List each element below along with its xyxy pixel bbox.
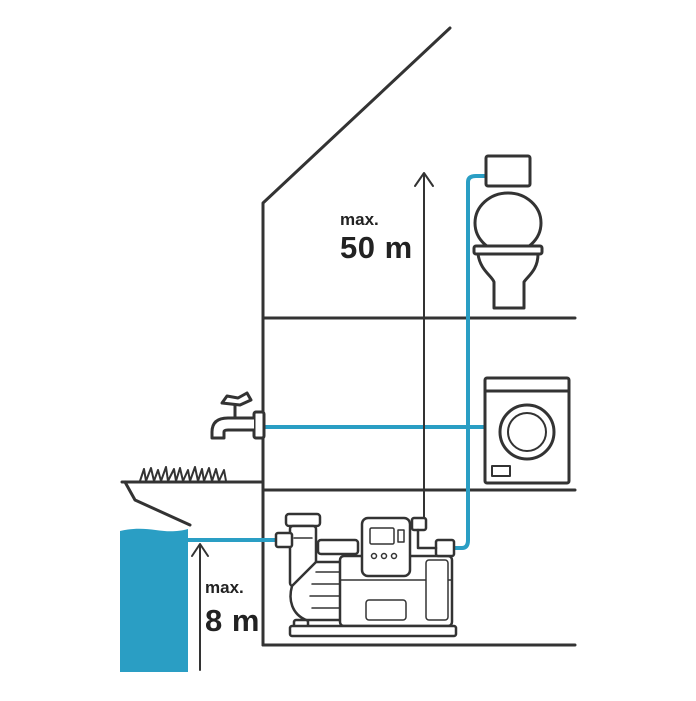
pump-indicator-strip <box>397 529 405 543</box>
ground-surface <box>120 466 265 527</box>
toilet-bowl <box>476 252 540 310</box>
washer-door-glass <box>507 412 547 452</box>
house-outline <box>261 26 577 647</box>
washing-machine-icon <box>483 376 571 485</box>
pump-button-2 <box>380 552 388 560</box>
garden-tap-icon <box>210 391 266 440</box>
height-arrow-lower <box>191 543 209 671</box>
water-body <box>120 528 188 672</box>
water-well-icon <box>120 528 188 672</box>
lower-height-prefix: max. <box>205 578 244 597</box>
tap-wall-mount <box>252 410 266 440</box>
toilet-icon <box>472 154 544 310</box>
upper-height-value: 50 m <box>340 230 413 265</box>
toilet-cistern <box>484 154 532 188</box>
lower-height-value: 8 m <box>205 603 260 638</box>
pump-top-handle <box>316 538 360 556</box>
upper-height-prefix: max. <box>340 210 379 229</box>
house-roof-and-left-wall <box>261 26 452 647</box>
height-arrow-upper-head <box>414 172 434 187</box>
pump-outlet-fitting <box>434 538 456 558</box>
pump-outlet-connector <box>410 516 428 532</box>
tap-body <box>210 416 256 440</box>
pump-filter-cap <box>284 512 322 528</box>
pump-side-panel <box>425 559 449 621</box>
toilet-lid <box>473 191 543 255</box>
pump-inlet-fitting <box>274 531 294 549</box>
water-pipes <box>184 174 494 550</box>
pump-outlet-neck <box>416 528 438 550</box>
pump-base-plate <box>365 599 407 621</box>
height-arrow-lower-head <box>191 543 209 557</box>
pump-button-1 <box>370 552 378 560</box>
riser-pipe <box>450 174 488 550</box>
booster-pump-icon <box>274 512 458 638</box>
grass-icon <box>139 466 227 482</box>
pump-control-unit <box>360 516 412 578</box>
height-arrow-upper <box>414 172 434 521</box>
tap-handle <box>220 391 253 407</box>
pump-display <box>369 527 395 545</box>
pump-base <box>288 624 458 638</box>
washer-drawer <box>491 465 511 477</box>
pump-button-3 <box>390 552 398 560</box>
embankment-line <box>123 480 192 527</box>
